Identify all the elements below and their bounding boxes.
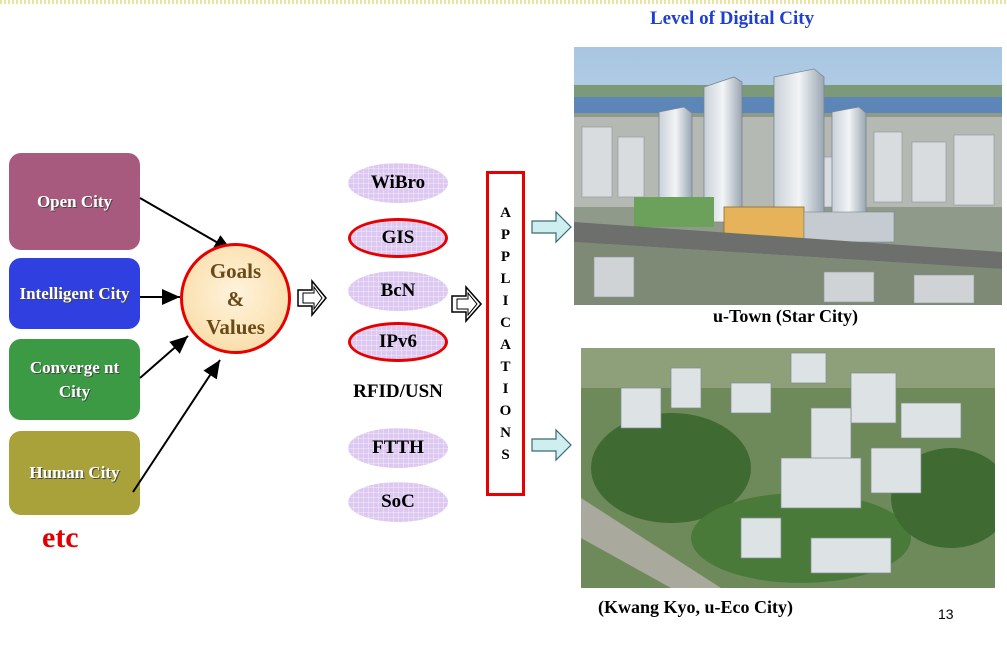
applications-letter: C [500, 314, 511, 331]
applications-letter: P [500, 226, 511, 243]
arrow-to-u-town [531, 210, 572, 244]
tech-ftth-label: FTTH [372, 437, 424, 458]
goals-line1: Goals [209, 258, 262, 283]
human-city-box: Human City [9, 431, 140, 515]
block-arrow-goals-to-tech [297, 278, 327, 318]
kwang-kyo-photo [581, 348, 995, 588]
tech-gis-label: GIS [381, 227, 415, 248]
goals-values-circle: Goals & Values [180, 243, 291, 354]
page-number: 13 [938, 606, 954, 622]
applications-letter: L [500, 270, 511, 287]
tech-bcn-label: BcN [380, 280, 416, 301]
applications-letter: T [500, 358, 511, 375]
tech-ipv6: IPv6 [348, 322, 448, 362]
tech-bcn: BcN [348, 271, 448, 311]
top-divider [0, 0, 1007, 4]
kwang-kyo-caption: (Kwang Kyo, u-Eco City) [598, 597, 793, 617]
applications-letter: A [500, 204, 511, 221]
u-town-caption: u-Town (Star City) [713, 306, 859, 326]
u-town-photo [574, 47, 1002, 305]
convergent-city-label: Converge nt City [29, 357, 120, 401]
tech-soc-label: SoC [381, 491, 415, 512]
tech-ftth: FTTH [348, 428, 448, 468]
applications-letter: N [500, 424, 511, 441]
applications-letter: A [500, 336, 511, 353]
applications-box: A P P L I C A T I O N S [486, 171, 525, 496]
intelligent-city-box: Intelligent City [9, 258, 140, 329]
human-city-label: Human City [29, 463, 120, 482]
applications-letter: S [501, 446, 510, 463]
arrow-open-to-goals [139, 197, 233, 252]
arrow-human-to-goals [132, 359, 221, 493]
applications-letter: I [502, 292, 509, 309]
arrow-convergent-to-goals [139, 335, 189, 379]
open-city-box: Open City [9, 153, 140, 250]
goals-line2: & [226, 286, 245, 311]
tech-ipv6-label: IPv6 [379, 331, 417, 352]
applications-letter: O [499, 402, 512, 419]
tech-wibro: WiBro [348, 163, 448, 203]
tech-gis: GIS [348, 218, 448, 258]
convergent-city-box: Converge nt City [9, 339, 140, 420]
etc-label: etc [42, 521, 79, 554]
tech-wibro-label: WiBro [370, 172, 426, 193]
applications-letter: I [502, 380, 509, 397]
tech-rfid-usn-label: RFID/USN [353, 381, 443, 402]
arrow-to-u-eco-city [531, 428, 572, 462]
open-city-label: Open City [36, 191, 113, 211]
page-title: Level of Digital City [650, 8, 815, 29]
intelligent-city-label: Intelligent City [19, 283, 130, 303]
tech-rfid-usn: RFID/USN [333, 372, 463, 412]
goals-line3: Values [206, 314, 265, 339]
block-arrow-tech-to-applications [451, 285, 483, 323]
tech-soc: SoC [348, 482, 448, 522]
applications-letter: P [500, 248, 511, 265]
